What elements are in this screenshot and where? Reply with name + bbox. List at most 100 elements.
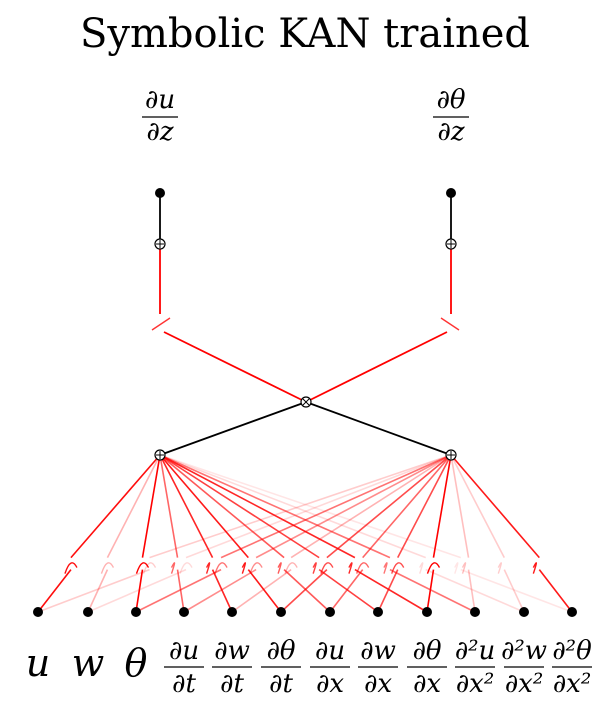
activation-curve-icon xyxy=(179,562,193,574)
input-label: u xyxy=(26,641,50,685)
activation-curve-icon xyxy=(419,562,424,574)
edge-product-to-output xyxy=(163,331,307,403)
edge-upper xyxy=(185,454,452,559)
input-label-numerator: ∂w xyxy=(214,636,250,666)
input-label-numerator: ∂²w xyxy=(501,636,547,666)
edge-upper xyxy=(159,454,249,559)
layer1-activation-glyphs xyxy=(64,562,538,574)
input-label-denominator: ∂t xyxy=(269,669,293,699)
input-node xyxy=(519,607,529,617)
edge-lower xyxy=(354,568,428,613)
edge-lower xyxy=(135,568,222,613)
input-node xyxy=(325,607,335,617)
edge-lower xyxy=(283,569,331,613)
edge-lower xyxy=(247,569,282,613)
input-label: ∂²u∂x² xyxy=(455,636,496,699)
edge-to-product xyxy=(159,401,307,456)
edge-upper xyxy=(159,454,179,558)
input-node xyxy=(373,607,383,617)
edge-upper xyxy=(159,454,285,559)
edge-upper xyxy=(450,454,505,558)
edge-upper xyxy=(255,454,452,559)
input-label-numerator: ∂θ xyxy=(266,636,295,666)
input-label: θ xyxy=(125,641,148,685)
input-node xyxy=(33,607,43,617)
activation-curve-icon xyxy=(383,562,388,574)
activation-curve-icon xyxy=(320,562,334,574)
input-label: ∂θ∂x xyxy=(407,636,447,699)
plus-node-icon xyxy=(445,238,457,250)
input-node xyxy=(567,607,577,617)
edge-upper xyxy=(159,454,320,559)
edge-product-to-output xyxy=(305,331,448,403)
output-label-numerator: ∂u xyxy=(145,85,175,115)
edge-upper xyxy=(159,454,214,558)
activation-curve-icon xyxy=(391,562,405,574)
input-label: ∂u∂x xyxy=(310,636,350,699)
input-label-numerator: ∂θ xyxy=(412,636,441,666)
edge-lower xyxy=(467,569,476,613)
input-label-text: u xyxy=(26,641,50,685)
plus-node-icon xyxy=(154,238,166,250)
activation-curve-icon xyxy=(440,317,460,331)
input-label-text: w xyxy=(72,641,105,685)
input-node xyxy=(227,607,237,617)
output-label-denominator: ∂z xyxy=(437,117,464,147)
edge-lower xyxy=(425,568,525,613)
input-label-numerator: ∂²θ xyxy=(552,636,592,666)
edge-lower xyxy=(280,569,328,613)
input-node xyxy=(276,607,286,617)
edge-upper xyxy=(220,454,452,559)
plus-node-icon xyxy=(445,449,457,461)
edge-upper xyxy=(141,454,161,558)
input-label: ∂²θ∂x² xyxy=(552,636,592,699)
output-node xyxy=(155,188,165,198)
edge-upper xyxy=(70,454,161,559)
output-label-dtheta-dz: ∂θ ∂z xyxy=(433,85,469,147)
edge-lower xyxy=(135,569,144,613)
input-label-denominator: ∂x² xyxy=(553,669,592,699)
output-labels: ∂u ∂z ∂θ ∂z xyxy=(142,85,469,147)
output-node xyxy=(446,188,456,198)
activation-curve-icon xyxy=(461,562,467,574)
edge-upper xyxy=(397,454,452,558)
edge-lower xyxy=(231,568,292,613)
edge-upper xyxy=(450,454,540,559)
input-label-denominator: ∂t xyxy=(172,669,196,699)
input-node xyxy=(179,607,189,617)
input-label-denominator: ∂x² xyxy=(456,669,495,699)
edge-lower xyxy=(460,568,573,613)
edge-upper xyxy=(159,454,427,559)
edge-lower xyxy=(426,569,435,613)
activation-curve-icon xyxy=(214,562,228,574)
input-label: ∂u∂t xyxy=(164,636,204,699)
edge-upper xyxy=(432,454,452,558)
edge-lower xyxy=(377,569,399,613)
input-label: ∂w∂t xyxy=(212,636,252,699)
edge-lower xyxy=(538,569,573,613)
activation-curve-icon xyxy=(241,562,247,574)
activation-curve-icon xyxy=(151,317,171,331)
input-node xyxy=(470,607,480,617)
nodes xyxy=(33,188,577,617)
input-label-numerator: ∂u xyxy=(169,636,199,666)
times-node-icon xyxy=(300,396,312,408)
layer1-edges xyxy=(37,454,573,613)
activation-curve-icon xyxy=(277,562,282,574)
plus-node-icon xyxy=(154,449,166,461)
activation-curve-icon xyxy=(100,562,115,574)
edge-upper xyxy=(450,454,470,558)
edge-lower xyxy=(37,569,72,613)
input-label-denominator: ∂x² xyxy=(505,669,544,699)
edge-upper xyxy=(159,454,356,559)
input-label-denominator: ∂t xyxy=(220,669,244,699)
input-label-denominator: ∂x xyxy=(316,669,344,699)
activation-curve-icon xyxy=(497,562,502,574)
edge-lower xyxy=(37,568,150,613)
edge-lower xyxy=(87,568,187,613)
activation-curve-icon xyxy=(249,562,263,574)
activation-curve-icon xyxy=(205,562,211,574)
edge-lower xyxy=(318,568,379,613)
